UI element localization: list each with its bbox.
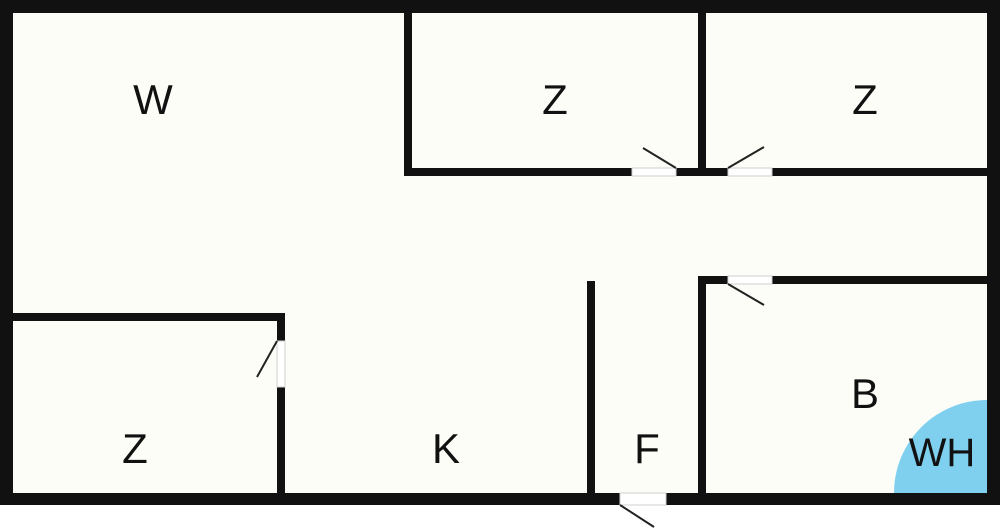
wall-bedroom-tr-bottom-stub (706, 168, 728, 176)
interior-walls (13, 13, 987, 493)
door-swing-bathroom (727, 283, 765, 306)
floor-area (13, 13, 987, 493)
room-label-hallway: F (634, 425, 660, 472)
room-label-bathroom: B (851, 370, 879, 417)
wall-bedroom-separator (698, 13, 706, 176)
door-openings (276, 167, 773, 506)
wall-bathroom-top-stub (698, 276, 728, 284)
wall-bedroom-tm-bottom-stub (676, 168, 698, 176)
wall-bedroom-tm-left (404, 13, 412, 176)
door-swing-bedroom-tm (642, 147, 677, 169)
door-gap-bedroom-tr (727, 167, 773, 177)
room-label-kitchen: K (432, 425, 460, 472)
door-swing-bedroom-tr (727, 146, 765, 169)
exterior-walls (0, 0, 1000, 505)
wall-bathroom-left (698, 276, 706, 493)
room-label-bedroom-top-right: Z (852, 76, 878, 123)
wall-right (987, 0, 1000, 505)
wall-bedroom-bl-top (13, 313, 285, 321)
wall-bottom-left (0, 493, 620, 505)
wall-bedroom-bl-right-upper (277, 313, 285, 341)
wall-bedroom-bl-right-lower (277, 387, 285, 493)
water-heater-symbol (894, 400, 987, 493)
door-swing-bedroom-bl (256, 340, 278, 378)
wall-top (0, 0, 1000, 13)
wall-kitchen-partition (587, 281, 595, 493)
door-gap-bedroom-tm (631, 167, 677, 177)
wall-left (0, 0, 13, 505)
wall-bottom-right (666, 493, 1000, 505)
door-swings (256, 146, 765, 528)
door-gap-bedroom-bl (276, 340, 286, 388)
room-label-bedroom-bottom-left: Z (122, 425, 148, 472)
wall-bedroom-tm-bottom (404, 168, 632, 176)
room-label-living-room: W (133, 76, 173, 123)
room-label-bedroom-top-middle: Z (542, 76, 568, 123)
door-gap-entrance (619, 492, 667, 506)
water-heater-label: WH (909, 431, 976, 475)
door-swing-entrance (619, 504, 655, 528)
wall-bathroom-top (772, 276, 987, 284)
door-gap-bathroom (727, 275, 773, 285)
wall-bedroom-tr-bottom (772, 168, 987, 176)
